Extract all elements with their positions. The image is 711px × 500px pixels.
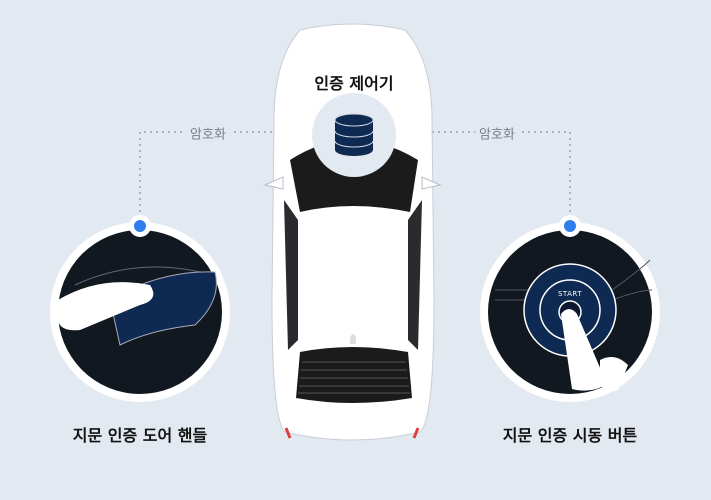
database-icon: [334, 113, 374, 156]
start-button-illustration: [480, 215, 660, 402]
encryption-connectors: [139, 131, 571, 212]
controller-title: 인증 제어기: [314, 74, 394, 93]
door-handle-illustration: [50, 215, 230, 402]
right-caption: 지문 인증 시동 버튼: [502, 426, 638, 445]
start-button-text: START: [557, 290, 583, 298]
right-link-dot: [564, 220, 576, 232]
left-link-dot: [134, 220, 146, 232]
right-encryption-label: 암호화: [475, 123, 519, 143]
left-encryption-label: 암호화: [186, 123, 230, 143]
left-caption: 지문 인증 도어 핸들: [72, 426, 208, 445]
